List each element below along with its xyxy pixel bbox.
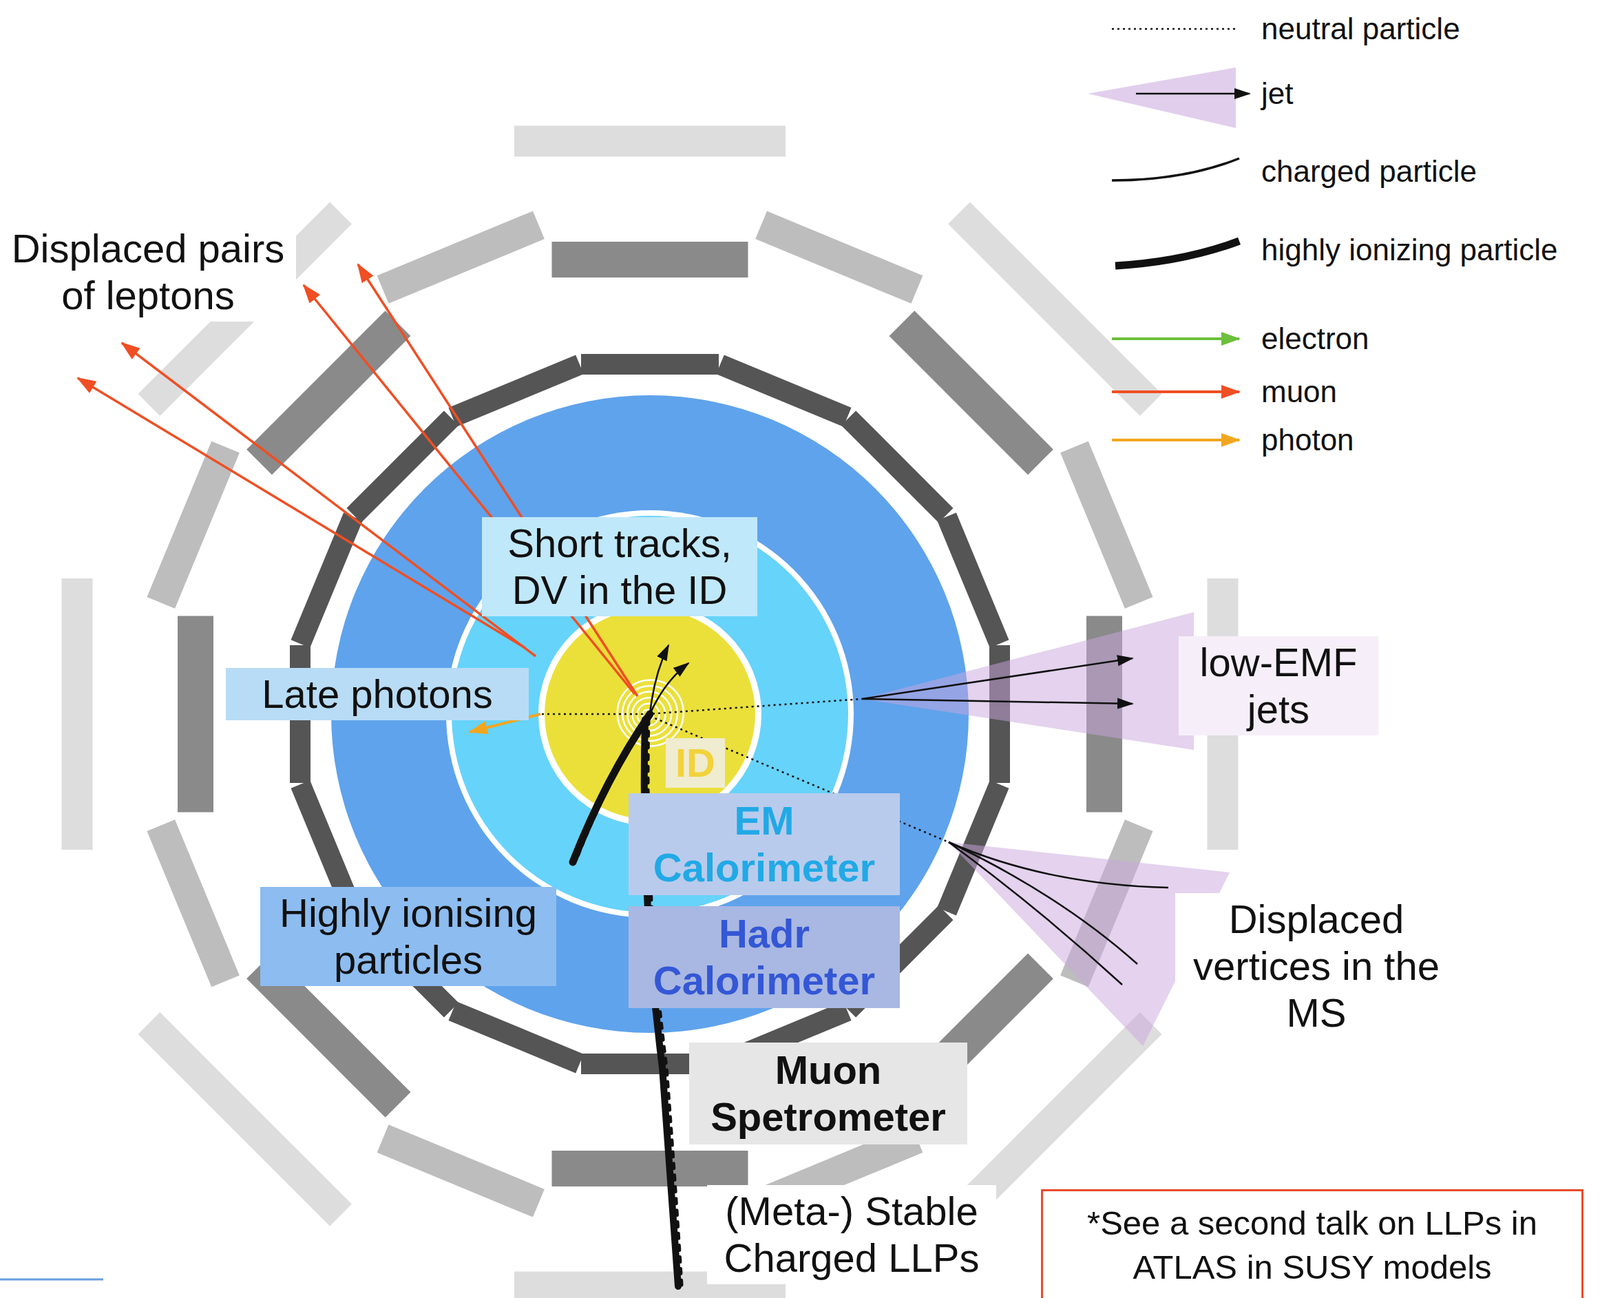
detector-part-box: Muon Spetrometer <box>689 1042 968 1145</box>
detector-part-box: ID <box>665 738 725 788</box>
chamber-segment <box>1060 441 1153 609</box>
legend-samples <box>1087 28 1250 440</box>
annotation-label: Short tracks, DV in the ID <box>481 517 758 617</box>
slide-rule <box>0 1278 104 1281</box>
legend-text: muon <box>1261 373 1338 410</box>
node-text: *See a second talk on LLPs in ATLAS in S… <box>1078 1200 1547 1289</box>
annotation-label: low-EMF jets <box>1178 636 1379 736</box>
chamber-segment <box>948 201 1162 416</box>
annotation-label: Displaced vertices in the MS <box>1175 892 1458 1039</box>
legend-sample <box>1111 28 1236 31</box>
chamber-segment <box>889 310 1054 475</box>
chamber-segment <box>514 125 786 157</box>
legend-sample <box>1111 390 1240 394</box>
legend-sample <box>1135 92 1250 96</box>
node-text: Muon Spetrometer <box>697 1046 960 1141</box>
node-text: EM Calorimeter <box>636 797 892 891</box>
annotation-label: (Meta-) Stable Charged LLPs <box>707 1184 997 1284</box>
detector-part-box: EM Calorimeter <box>628 793 900 896</box>
node-text: ID <box>675 739 716 787</box>
chamber-segment <box>377 210 545 303</box>
annotation-label: Late photons <box>225 667 529 721</box>
legend-sample <box>1087 67 1236 129</box>
legend-text: neutral particle <box>1261 11 1461 47</box>
legend-sample <box>1111 438 1240 442</box>
legend-text: electron <box>1261 320 1370 357</box>
legend-text: charged particle <box>1261 153 1477 190</box>
node-text: Hadr Calorimeter <box>636 910 892 1004</box>
legend-sample <box>1115 240 1240 266</box>
detector-part-box: Hadr Calorimeter <box>628 906 900 1008</box>
chamber-segment <box>246 310 411 475</box>
chamber-segment <box>552 241 749 278</box>
legend-sample <box>1111 337 1240 341</box>
chamber-segment <box>581 353 719 375</box>
chamber-segment <box>177 616 214 813</box>
legend-text: jet <box>1261 75 1293 112</box>
legend-text: highly ionizing particle <box>1261 232 1558 268</box>
chamber-segment <box>377 1124 545 1217</box>
chamber-segment <box>137 1012 352 1226</box>
annotation-label: Highly ionising particles <box>260 886 557 986</box>
chamber-segment <box>146 819 239 987</box>
legend-text: photon <box>1261 422 1355 458</box>
chamber-segment <box>61 578 93 850</box>
legend-sample <box>1111 158 1240 181</box>
chamber-segment <box>552 1150 749 1187</box>
jet-cone <box>861 612 1194 750</box>
annotation-label: Displaced pairs of leptons <box>0 222 297 322</box>
muon-tracks <box>77 264 638 697</box>
note-box: *See a second talk on LLPs in ATLAS in S… <box>1040 1188 1584 1298</box>
chamber-segment <box>755 210 923 303</box>
